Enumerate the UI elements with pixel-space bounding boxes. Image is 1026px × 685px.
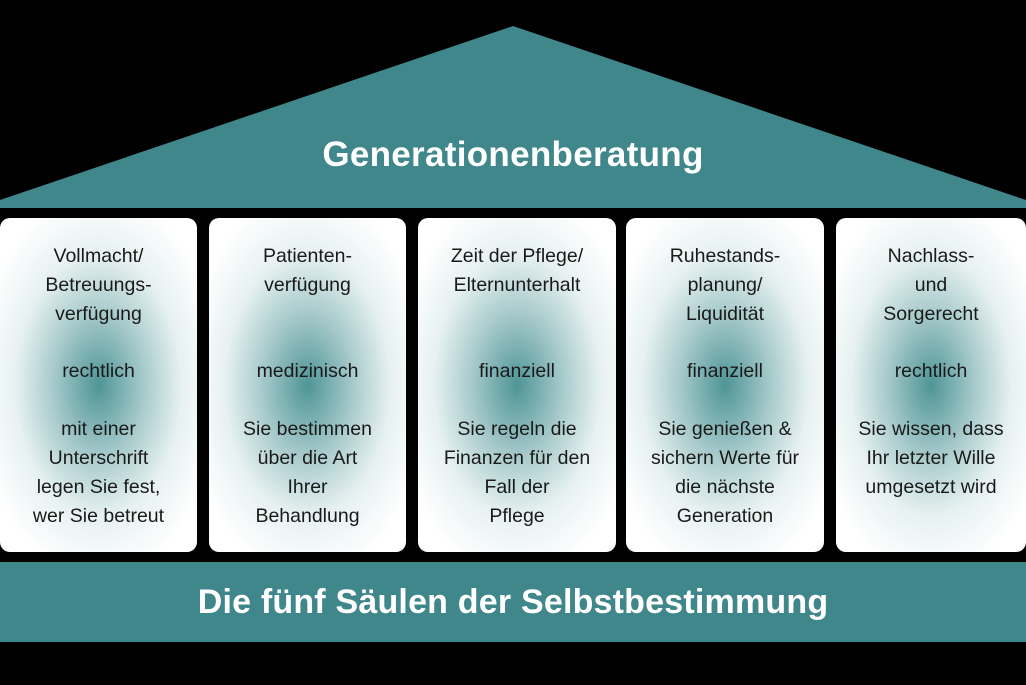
pillar-nachlass: Nachlass- und Sorgerecht rechtlich Sie w… [836, 218, 1026, 552]
pillar-kind: medizinisch [256, 360, 359, 382]
roof-title: Generationenberatung [322, 135, 704, 174]
base-title: Die fünf Säulen der Selbstbestimmung [197, 583, 829, 621]
base [0, 562, 1026, 642]
base-shape [0, 562, 1026, 642]
pillar-description: Sie wissen, dass Ihr letzter Wille umges… [858, 418, 1004, 498]
pillar-heading: Nachlass- und Sorgerecht [883, 245, 979, 325]
pillar-vollmacht: Vollmacht/ Betreuungs- verfügung rechtli… [0, 218, 197, 552]
pillar-kind: finanziell [687, 360, 763, 382]
roof-shape [0, 26, 1026, 208]
pillar-heading: Zeit der Pflege/ Elternunterhalt [450, 245, 584, 296]
pillar-kind: rechtlich [62, 360, 135, 382]
pillar-kind: finanziell [479, 360, 555, 382]
pillar-heading: Vollmacht/ Betreuungs- verfügung [45, 245, 152, 325]
pillar-heading: Ruhestands- planung/ Liquidität [669, 245, 781, 325]
pillar-description: mit einer Unterschrift legen Sie fest, w… [32, 418, 165, 527]
pillar-description: Sie genießen & sichern Werte für die näc… [650, 418, 800, 527]
pillar-description: Sie bestimmen über die Art Ihrer Behandl… [243, 418, 372, 527]
pillar-pflege: Zeit der Pflege/ Elternunterhalt finanzi… [418, 218, 616, 552]
pillar-kind: rechtlich [894, 360, 968, 382]
pillar-ruhestandsplanung: Ruhestands- planung/ Liquidität finanzie… [626, 218, 824, 552]
pillar-description: Sie regeln die Finanzen für den Fall der… [443, 418, 591, 527]
roof [0, 26, 1026, 208]
pillar-patientenverfuegung: Patienten- verfügung medizinisch Sie bes… [209, 218, 406, 552]
pillar-heading: Patienten- verfügung [263, 245, 352, 296]
